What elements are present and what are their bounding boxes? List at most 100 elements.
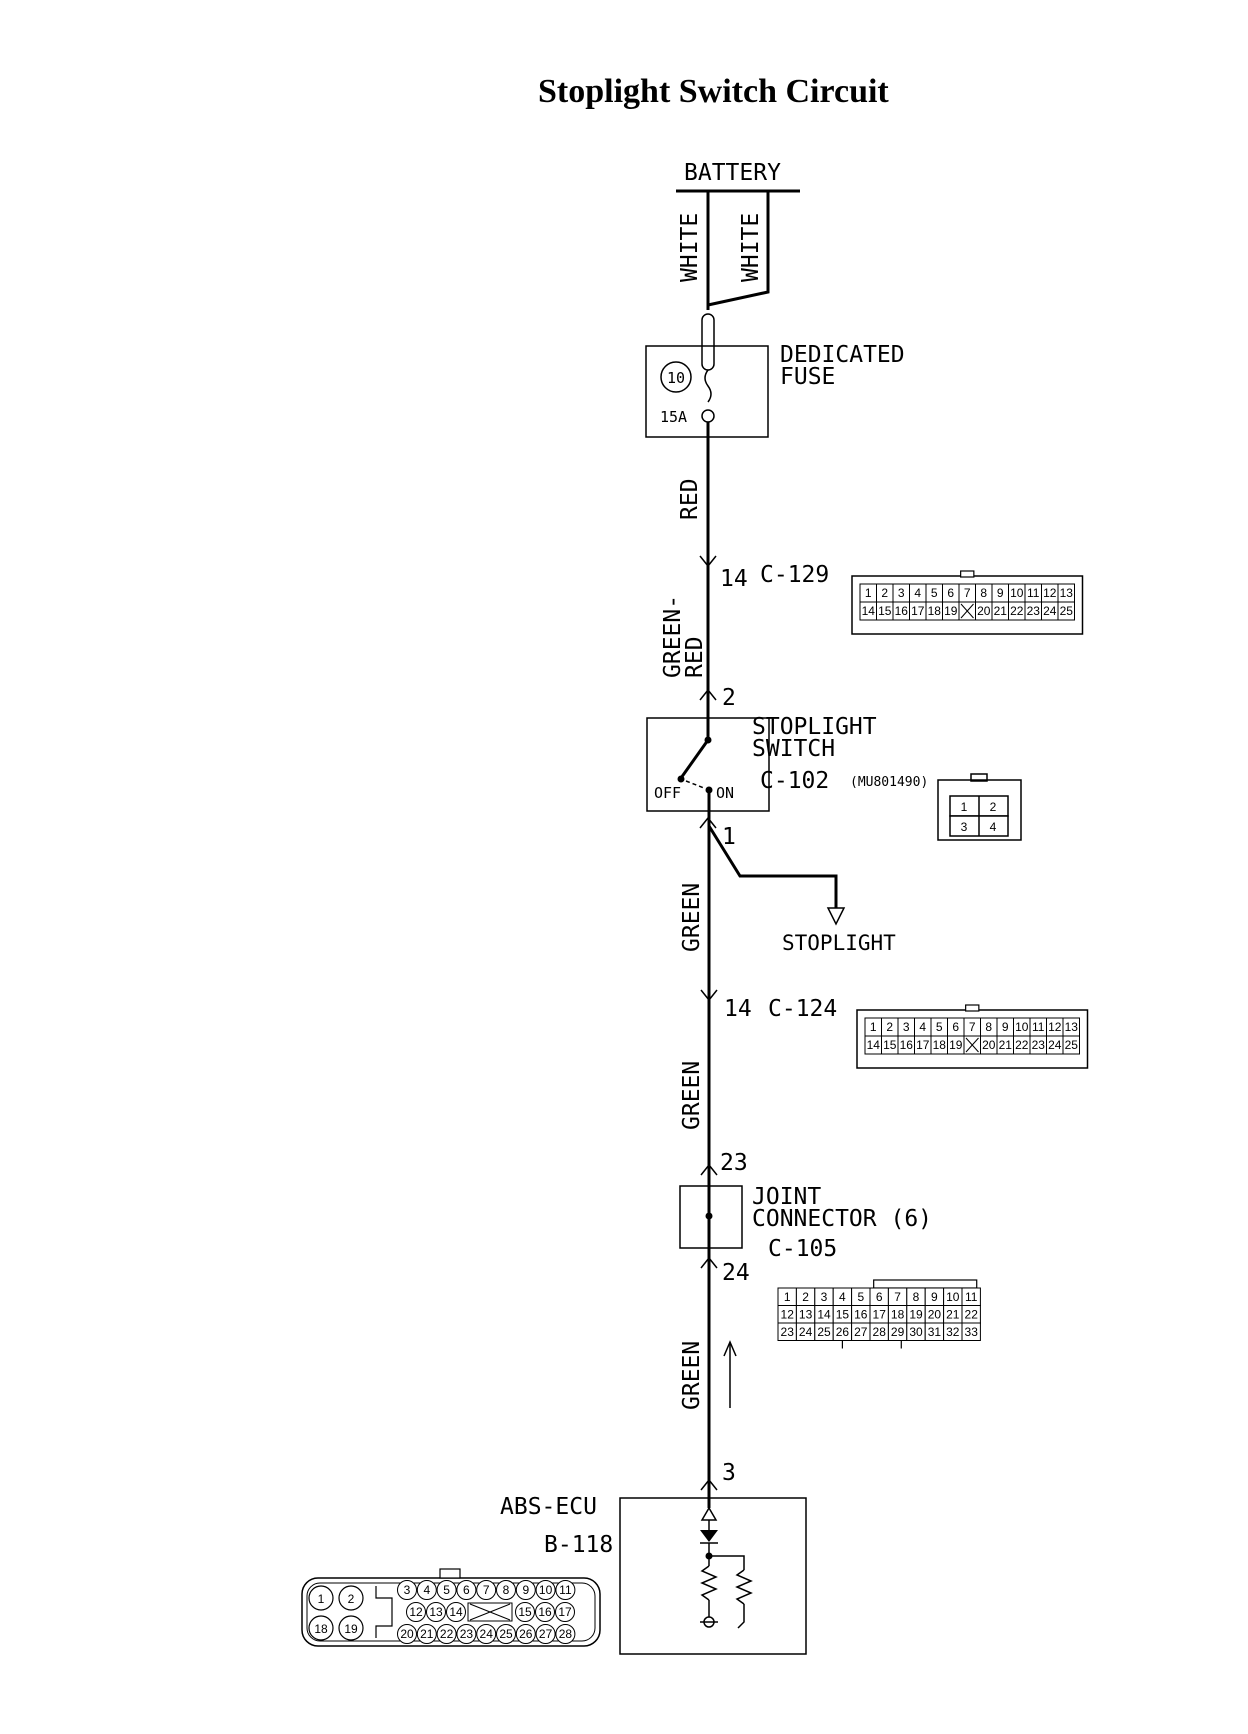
connector-pin-number: 5 bbox=[857, 1290, 864, 1304]
connector-cavity bbox=[555, 1624, 576, 1644]
connector-pin-number: 12 bbox=[409, 1605, 423, 1619]
joint-pin-top: 23 bbox=[720, 1150, 748, 1176]
wire-color-white-right: WHITE bbox=[738, 213, 764, 282]
connector-key bbox=[873, 1279, 978, 1289]
connector-pin-number: 6 bbox=[876, 1290, 883, 1304]
connector-key bbox=[965, 1004, 980, 1012]
connector-pin-number: 22 bbox=[440, 1627, 454, 1641]
connector-pin-number: 9 bbox=[522, 1583, 529, 1597]
connector-pin-number: 17 bbox=[873, 1308, 887, 1322]
switch-off-label: OFF bbox=[654, 784, 681, 802]
connector-pin-number: 25 bbox=[1060, 604, 1074, 618]
connector-pin-number: 5 bbox=[443, 1583, 450, 1597]
connector-pin-number: 12 bbox=[1043, 586, 1057, 600]
connector-pin-number: 11 bbox=[559, 1583, 572, 1597]
switch-face-pin: 1 bbox=[961, 800, 968, 814]
connector-pin-number: 25 bbox=[817, 1325, 831, 1339]
connector-pin-number: 11 bbox=[965, 1290, 978, 1304]
connector-pin-number: 15 bbox=[883, 1038, 897, 1052]
connector-pin-number: 16 bbox=[538, 1605, 552, 1619]
battery: BATTERY bbox=[676, 160, 800, 193]
connector-pin-number: 14 bbox=[449, 1605, 463, 1619]
connector-divider bbox=[375, 1586, 393, 1638]
connector-pin-number: 24 bbox=[1043, 604, 1057, 618]
connector-pin-number: 2 bbox=[348, 1592, 355, 1606]
fuse-number-circle bbox=[660, 361, 692, 393]
fuse-label-line2: FUSE bbox=[780, 364, 835, 390]
joint-connector-id: C-105 bbox=[768, 1236, 837, 1262]
connector-pin-number: 33 bbox=[965, 1325, 979, 1339]
connector-pin-number: 12 bbox=[781, 1308, 795, 1322]
connector-pin-number: 29 bbox=[891, 1325, 905, 1339]
connector-cavity bbox=[406, 1602, 426, 1622]
connector-cavity-blank bbox=[469, 1603, 511, 1621]
connector-pin-number: 14 bbox=[867, 1038, 881, 1052]
connector-key bbox=[960, 570, 975, 578]
connector-pin-number: 22 bbox=[1015, 1038, 1029, 1052]
switch-connector-id: C-102 bbox=[760, 768, 829, 794]
connector-pin-number: 24 bbox=[799, 1325, 813, 1339]
connector-pin-number: 18 bbox=[933, 1038, 947, 1052]
connector-cavity bbox=[555, 1602, 575, 1622]
fuse-label-line1: DEDICATED bbox=[780, 342, 905, 368]
connector-pin-number: 4 bbox=[839, 1290, 846, 1304]
ecu-ground-icon bbox=[737, 1604, 745, 1629]
connector-pin-number: 27 bbox=[539, 1627, 553, 1641]
wire-color-green-3: GREEN bbox=[679, 1341, 705, 1410]
connector-cavity bbox=[1062, 1035, 1080, 1055]
connector-pin-number: 16 bbox=[895, 604, 909, 618]
connector-key bbox=[439, 1568, 461, 1579]
connector-pin-number: 23 bbox=[460, 1627, 474, 1641]
connector-cavity bbox=[416, 1624, 437, 1644]
abs-ecu-label: ABS-ECU bbox=[500, 1494, 597, 1520]
switch-face-pin: 4 bbox=[990, 820, 997, 834]
connector-pin-number: 19 bbox=[344, 1622, 358, 1636]
connector-cavity bbox=[397, 1624, 417, 1644]
connector-pin-number: 18 bbox=[928, 604, 942, 618]
wire-color-green-2: GREEN bbox=[679, 1061, 705, 1130]
connector-cavity bbox=[308, 1615, 334, 1641]
connector-pin-number: 13 bbox=[799, 1308, 813, 1322]
connector-pin-number: 1 bbox=[318, 1592, 325, 1606]
connector-pin-number: 2 bbox=[886, 1020, 893, 1034]
connector-cavity bbox=[535, 1602, 555, 1622]
connector-pin-number: 16 bbox=[854, 1308, 868, 1322]
connector-cavity bbox=[515, 1624, 536, 1644]
connector-cavity bbox=[416, 1580, 437, 1600]
connector-pin-number: 3 bbox=[903, 1020, 910, 1034]
wire-white-right bbox=[707, 191, 770, 307]
switch-on-label: ON bbox=[716, 784, 734, 802]
connector-pin-number: 23 bbox=[1032, 1038, 1046, 1052]
connector-pin-number: 26 bbox=[836, 1325, 850, 1339]
connector-cavity bbox=[1057, 601, 1075, 621]
connector-pin-number: 3 bbox=[404, 1583, 411, 1597]
connector-cavity bbox=[456, 1624, 477, 1644]
connector-cavity bbox=[446, 1602, 466, 1622]
connector-pin-number: 8 bbox=[503, 1583, 510, 1597]
connector-pin-number: 11 bbox=[1027, 586, 1040, 600]
connector-pin-number: 20 bbox=[982, 1038, 996, 1052]
connector-pin-number: 14 bbox=[862, 604, 876, 618]
connector-cavity-blank bbox=[965, 1037, 979, 1053]
connector-pin-number: 17 bbox=[916, 1038, 930, 1052]
connector-pin-number: 17 bbox=[911, 604, 925, 618]
connector-pin-number: 31 bbox=[928, 1325, 942, 1339]
connector-pin-number: 25 bbox=[499, 1627, 513, 1641]
connector-pin-number: 21 bbox=[999, 1038, 1013, 1052]
switch-label-line2: SWITCH bbox=[752, 736, 835, 762]
connector-cavity bbox=[426, 1602, 446, 1622]
connector-pin-number: 9 bbox=[1002, 1020, 1009, 1034]
switch-face-pin: 2 bbox=[990, 800, 997, 814]
connector-pin-number: 8 bbox=[913, 1290, 920, 1304]
ecu-pin-mark bbox=[700, 1478, 718, 1491]
joint-top-pin-mark bbox=[700, 1163, 718, 1176]
connector-cavity-blank-frame bbox=[467, 1602, 513, 1622]
switch-face-pin: 3 bbox=[961, 820, 968, 834]
connector-pin-number: 5 bbox=[931, 586, 938, 600]
connector-pin-number: 10 bbox=[539, 1583, 553, 1597]
connector-pin-number: 7 bbox=[894, 1290, 901, 1304]
switch-bottom-pin-mark bbox=[699, 816, 717, 829]
